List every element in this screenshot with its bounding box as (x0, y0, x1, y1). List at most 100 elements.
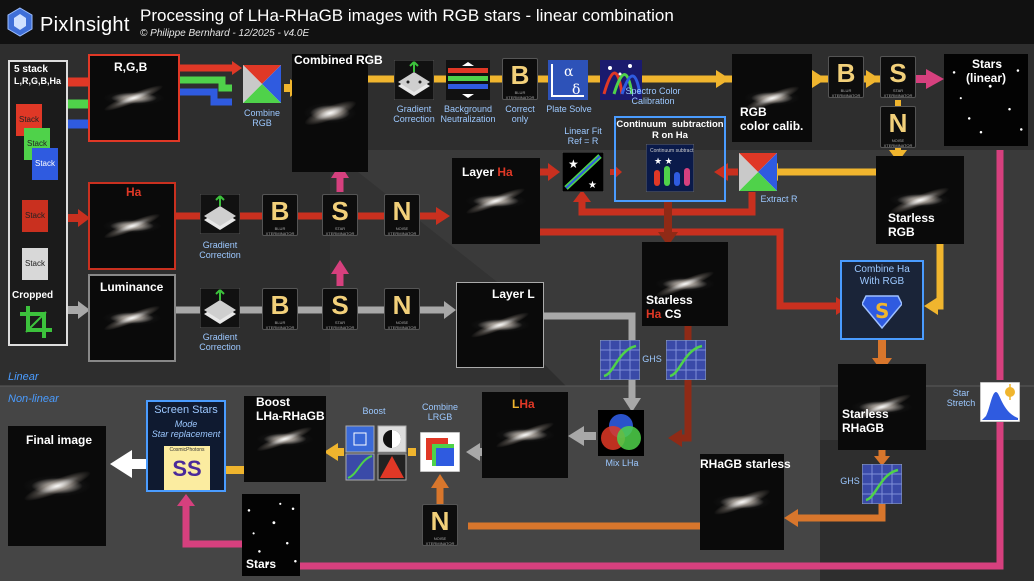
mix-lha-icon (598, 410, 644, 456)
gradient-correction-icon-ha (200, 194, 240, 234)
spcc-icon (600, 60, 642, 100)
arrow-starlessrgb-to-combinehargb (936, 244, 944, 310)
ha-image (88, 182, 176, 270)
page-subtitle: © Philippe Bernhard - 12/2025 - v4.0E (140, 28, 310, 39)
luminance-image (88, 274, 176, 362)
stars-linear-label-2: (linear) (966, 71, 1007, 85)
blur-xterminator-ha: B BLUR XTERMINATOR (262, 194, 298, 236)
star-sub: STAR XTERMINATOR (325, 320, 355, 330)
gradient-caption-ha: Gradient Correction (199, 240, 241, 261)
blur-sub: BLUR XTERMINATOR (265, 226, 295, 236)
noise-xterminator-rgb: N NOISE XTERMINATOR (880, 106, 916, 148)
boost-title-2: LHa-RHaGB (256, 409, 325, 423)
starless-rgb-image (876, 156, 964, 244)
extract-r-caption: Extract R (760, 194, 798, 204)
page-title: Processing of LHa-RHaGB images with RGB … (140, 6, 674, 25)
cosmic-photons-text: CosmicPhotons (169, 447, 205, 453)
screen-stars-title: Screen Stars (154, 404, 218, 416)
final-image-label: Final image (26, 433, 93, 447)
svg-text:★ ★: ★ ★ (654, 156, 673, 166)
boost-icons (345, 425, 407, 481)
combined-rgb-label: Combined RGB (294, 53, 383, 67)
continuum-small-text: Continuum subtract (650, 148, 694, 154)
extract-r-icon (738, 152, 778, 192)
blur-letter: B (270, 196, 290, 226)
noise-xterminator-lum: N NOISE XTERMINATOR (384, 288, 420, 330)
stack-doc-ha: Stack (22, 200, 48, 232)
arrow-layerl-to-ghs (544, 312, 636, 344)
continuum-subtraction-box: Continuum subtraction R on Ha Continuum … (614, 116, 726, 202)
continuum-subtract-icon: Continuum subtract ★ ★ (646, 144, 694, 192)
star-letter: S (331, 290, 349, 320)
zone-label-linear: Linear (8, 371, 39, 383)
stars-image (242, 494, 300, 576)
input-stack-title: 5 stack (14, 64, 48, 75)
blur-sub: BLUR XTERMINATOR (831, 88, 861, 98)
svg-text:S: S (875, 299, 889, 323)
gradient-caption-top: Gradient Correction (393, 104, 435, 125)
starless-rhagb-image (838, 364, 926, 450)
boosted-image (244, 396, 326, 482)
noise-sub: NOISE XTERMINATOR (387, 320, 417, 330)
rhagb-starless-label: RHaGB starless (700, 457, 791, 471)
screen-stars-box: Screen Stars Mode Star replacement Cosmi… (146, 400, 226, 492)
star-xterminator-lum: S STAR XTERMINATOR (322, 288, 358, 330)
logo-text: PixInsight (40, 14, 130, 36)
ghs-caption-l: GHS (642, 354, 662, 364)
superman-s-icon: S (862, 295, 902, 330)
layer-l-label: Layer L (492, 287, 535, 301)
noise-letter: N (430, 506, 450, 536)
ghs-icon-l (600, 340, 640, 380)
zone-label-nonlinear: Non-linear (8, 393, 59, 405)
combine-lrgb-caption: Combine LRGB (421, 402, 459, 423)
noise-sub: NOISE XTERMINATOR (387, 226, 417, 236)
layer-ha-label: Layer Ha (462, 165, 513, 179)
star-xterminator-rgb: S STAR XTERMINATOR (880, 56, 916, 98)
combine-ha-rgb-box: Combine Ha With RGB S (840, 260, 924, 340)
background-neutralization-icon (446, 60, 490, 100)
star-letter: S (331, 196, 349, 226)
ghs-icon-rhagb (862, 464, 902, 504)
noise-letter: N (392, 196, 412, 226)
continuum-caption: Continuum subtraction R on Ha (616, 119, 724, 141)
star-sub: STAR XTERMINATOR (325, 226, 355, 236)
header-bar (0, 0, 1034, 44)
arrow-g-to-combine (180, 76, 232, 92)
combine-lrgb-icon (420, 432, 460, 472)
blur-sub: BLUR XTERMINATOR (265, 320, 295, 330)
svg-text:★: ★ (568, 157, 579, 171)
boost-grid (344, 424, 408, 482)
blur-xterminator-lum: B BLUR XTERMINATOR (262, 288, 298, 330)
blur-letter: B (836, 58, 856, 88)
gradient-correction-icon-top (394, 60, 434, 100)
stars-linear-label-1: Stars (972, 57, 1003, 71)
final-image (8, 426, 106, 546)
lha-label: LHa (512, 397, 535, 411)
plate-solve-caption: Plate Solve (546, 104, 592, 114)
starless-rgb-label-1: Starless (888, 211, 935, 225)
star-stretch-caption: Star Stretch (946, 388, 976, 409)
mix-lha-caption: Mix LHa (605, 458, 639, 468)
star-sub: STAR XTERMINATOR (883, 88, 913, 98)
rgb-calib-label-1: RGB (740, 105, 767, 119)
noise-letter: N (888, 108, 908, 138)
boost-title-1: Boost (256, 395, 290, 409)
starless-ha-label-1: Starless (646, 293, 693, 307)
luminance-label: Luminance (100, 280, 164, 294)
input-stack-panel: 5 stack L,R,G,B,Ha Stack Stack Stack Sta… (8, 60, 68, 346)
noise-xterminator-ha: N NOISE XTERMINATOR (384, 194, 420, 236)
blur-xterminator-correct: B BLUR XTERMINATOR (502, 58, 538, 100)
rgb-label: R,G,B (114, 60, 148, 74)
noise-letter: N (392, 290, 412, 320)
rgb-calib-label-2: color calib. (740, 119, 804, 133)
star-xterminator-ha: S STAR XTERMINATOR (322, 194, 358, 236)
rgb-image (88, 54, 180, 142)
svg-text:α: α (564, 64, 574, 80)
gradient-correction-icon-lum (200, 288, 240, 328)
noise-xterminator-final: N NOISE XTERMINATOR (422, 504, 458, 546)
screen-stars-mode: Mode Star replacement (151, 419, 221, 440)
starless-rgb-label-2: RGB (888, 225, 915, 239)
ss-letters: SS (172, 456, 202, 481)
